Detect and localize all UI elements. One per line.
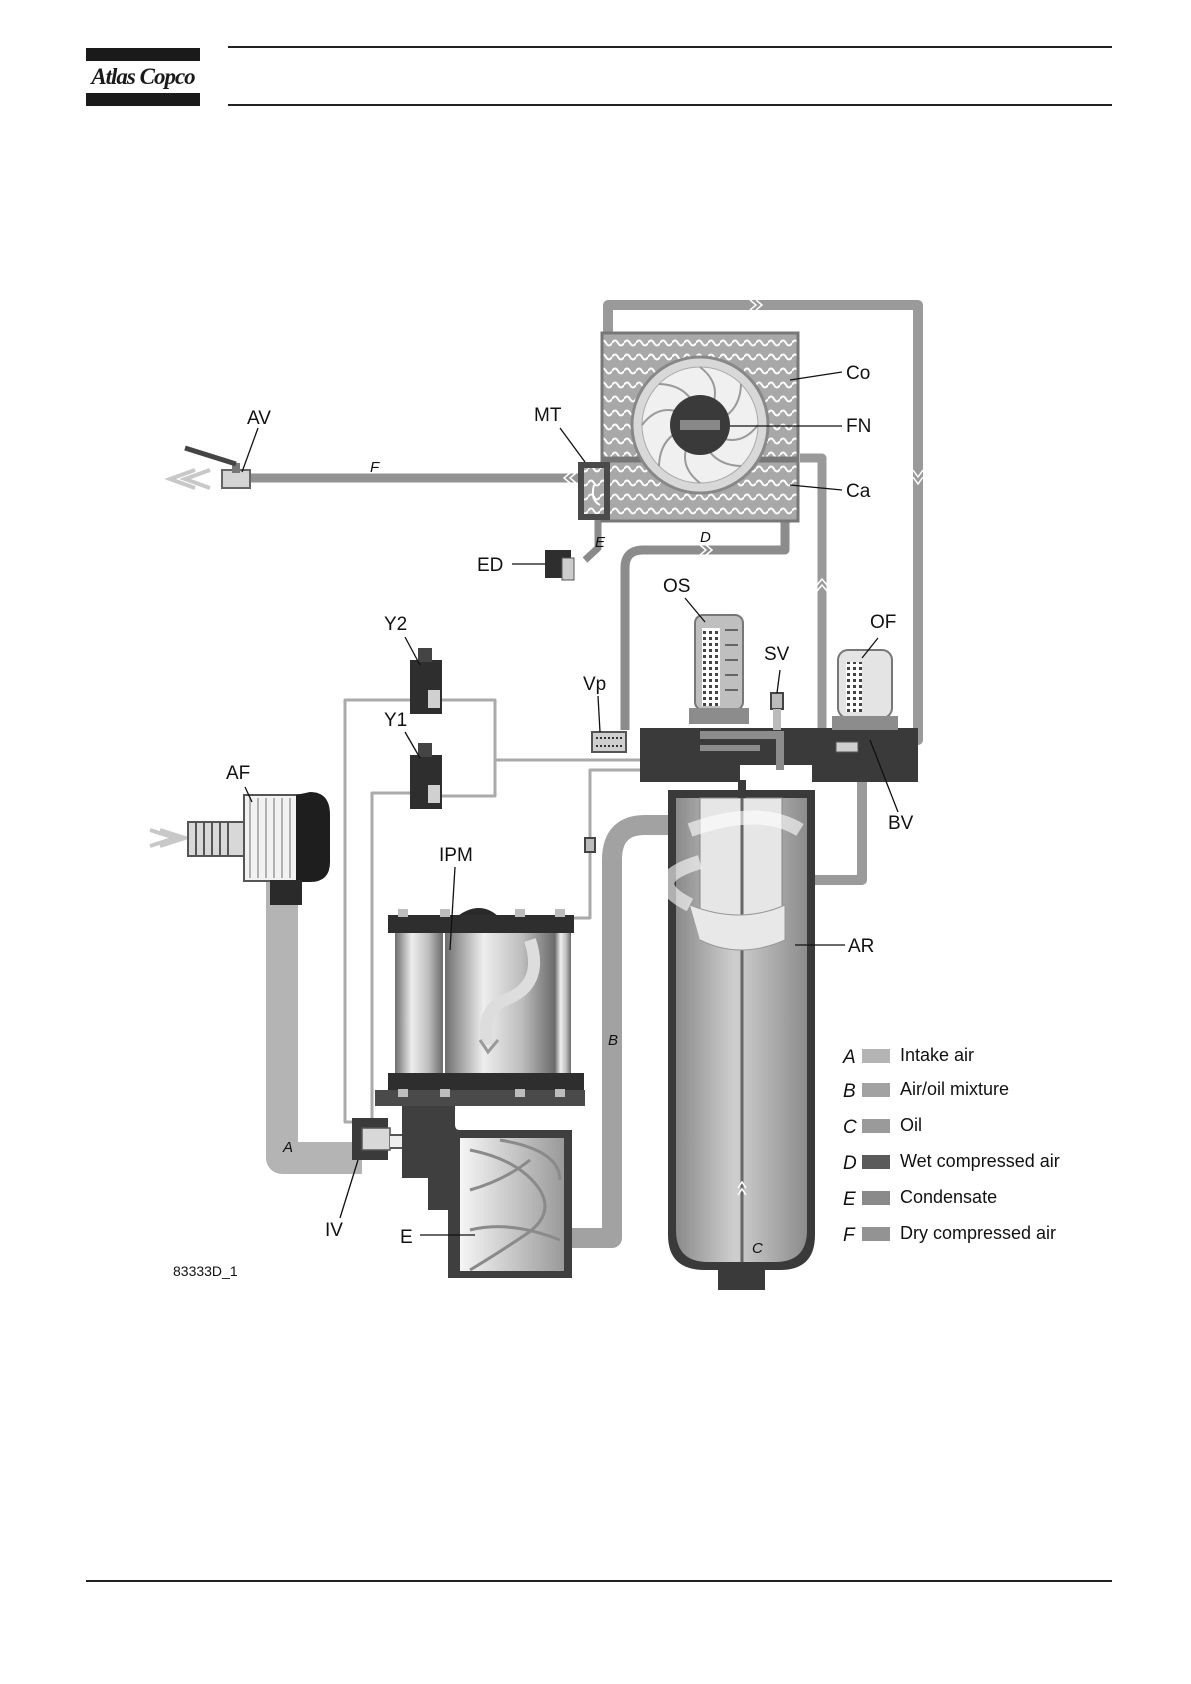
- flow-label-a: A: [282, 1139, 293, 1156]
- moisture-trap: [578, 462, 610, 520]
- label-fn: FN: [846, 416, 871, 437]
- legend-letter: B: [843, 1081, 856, 1102]
- flow-label-d: D: [700, 529, 711, 546]
- ipm-motor: [375, 908, 585, 1106]
- label-ca: Ca: [846, 481, 871, 502]
- air-outlet-valve: [170, 448, 250, 488]
- oil-feed-pipe: [812, 770, 862, 880]
- legend-item: B Air/oil mixture: [843, 1079, 1009, 1102]
- label-af: AF: [226, 763, 250, 784]
- flow-label-e: E: [595, 534, 606, 551]
- legend-letter: E: [843, 1189, 856, 1210]
- label-y2: Y2: [384, 614, 407, 635]
- legend-swatch: [862, 1083, 890, 1097]
- label-sv: SV: [764, 644, 790, 665]
- label-av: AV: [247, 408, 271, 429]
- legend-letter: A: [842, 1047, 856, 1068]
- legend-item: F Dry compressed air: [843, 1223, 1056, 1246]
- label-e: E: [400, 1227, 413, 1248]
- label-co: Co: [846, 363, 870, 384]
- label-bv: BV: [888, 813, 914, 834]
- legend-swatch: [862, 1155, 890, 1169]
- solenoid-valve-y1: [410, 743, 442, 809]
- legend-item: E Condensate: [843, 1187, 997, 1210]
- air-receiver: [667, 780, 815, 1290]
- figure-code: 83333D_1: [173, 1263, 238, 1279]
- legend-swatch: [862, 1119, 890, 1133]
- legend-text: Air/oil mixture: [900, 1079, 1009, 1099]
- safety-valve: [771, 693, 783, 730]
- legend-item: C Oil: [843, 1115, 922, 1138]
- oil-return-pipe: [800, 458, 822, 730]
- label-iv: IV: [325, 1220, 343, 1241]
- legend-letter: C: [843, 1117, 857, 1138]
- label-y1: Y1: [384, 710, 407, 731]
- legend-swatch: [862, 1191, 890, 1205]
- flow-label-b: B: [608, 1032, 618, 1049]
- oil-separator: [689, 615, 749, 724]
- legend-letter: D: [843, 1153, 857, 1174]
- electronic-drain: [545, 550, 574, 580]
- label-mt: MT: [534, 405, 562, 426]
- legend-swatch: [862, 1227, 890, 1241]
- flow-label-c: C: [752, 1240, 763, 1257]
- label-of: OF: [870, 612, 896, 633]
- legend-text: Wet compressed air: [900, 1151, 1060, 1171]
- label-os: OS: [663, 576, 690, 597]
- solenoid-valve-y2: [410, 648, 442, 714]
- label-ipm: IPM: [439, 845, 473, 866]
- legend-text: Intake air: [900, 1045, 974, 1065]
- label-ar: AR: [848, 936, 874, 957]
- compressor-element: [402, 1100, 572, 1278]
- outlet-arrow-icon: [170, 470, 210, 488]
- legend-text: Dry compressed air: [900, 1223, 1056, 1243]
- legend-item: A Intake air: [842, 1045, 974, 1068]
- label-vp: Vp: [583, 674, 606, 695]
- label-ed: ED: [477, 555, 503, 576]
- intake-air-pipe: [282, 880, 362, 1158]
- legend-text: Condensate: [900, 1187, 997, 1207]
- control-line-fitting: [585, 838, 595, 852]
- legend-text: Oil: [900, 1115, 922, 1135]
- legend-item: D Wet compressed air: [843, 1151, 1060, 1174]
- air-filter: [150, 792, 330, 905]
- legend-letter: F: [843, 1225, 856, 1246]
- flow-legend: A Intake air B Air/oil mixture C Oil D W…: [842, 1045, 1060, 1246]
- intake-arrow-icon: [150, 830, 185, 846]
- legend-swatch: [862, 1049, 890, 1063]
- cooler-assembly: [602, 333, 798, 521]
- minimum-pressure-valve: [592, 732, 626, 752]
- flow-label-f: F: [370, 459, 380, 476]
